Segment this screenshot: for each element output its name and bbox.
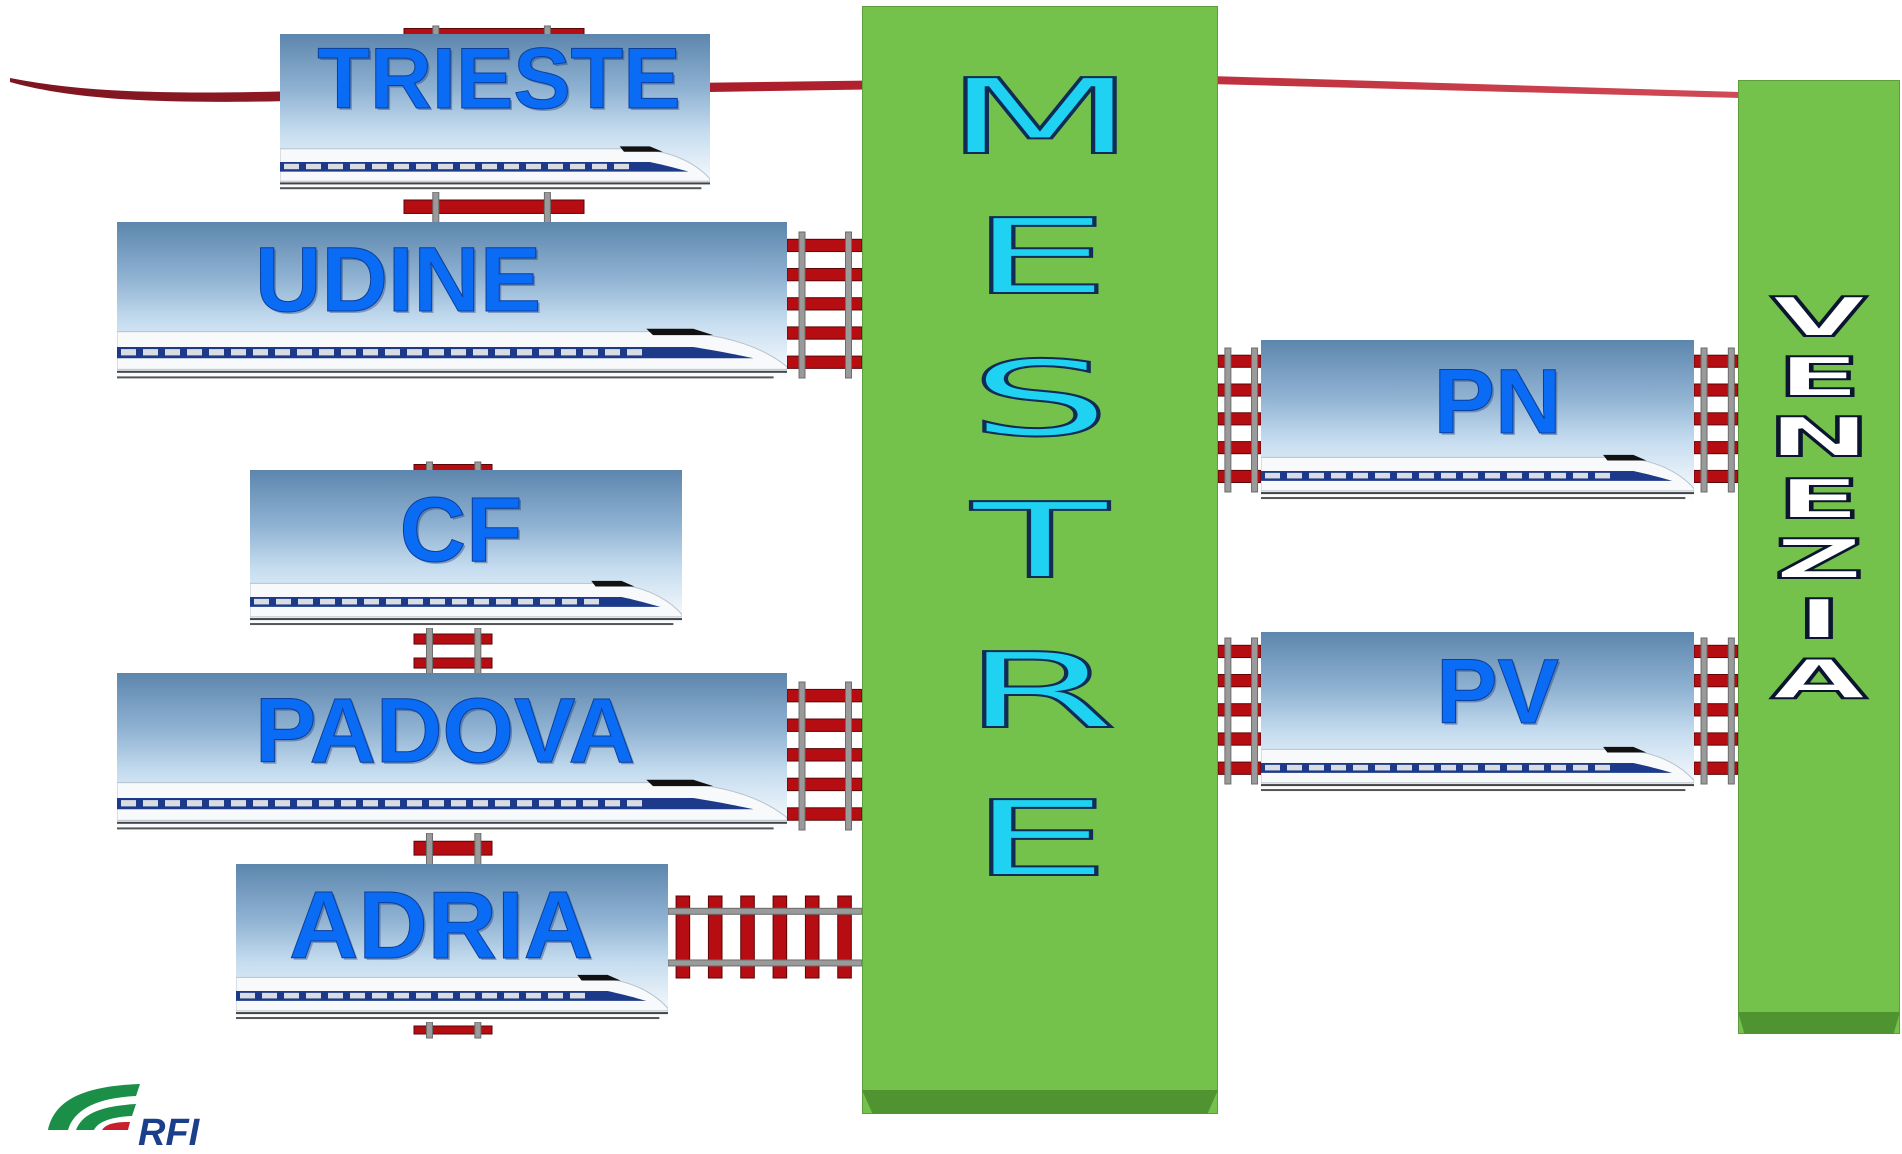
- rail-tie: [837, 895, 852, 979]
- train-icon: [1261, 454, 1694, 500]
- rail: [1224, 347, 1232, 493]
- rail: [543, 191, 551, 225]
- train-icon: [250, 580, 682, 626]
- station-label: PV: [1436, 641, 1560, 743]
- train-icon: [280, 146, 710, 190]
- station-label: PADOVA: [255, 680, 636, 782]
- train-icon: [117, 328, 787, 379]
- hub-venezia-letter: V: [1769, 286, 1870, 349]
- rail-tie: [675, 895, 691, 979]
- rail-tie: [403, 199, 585, 214]
- rail: [667, 959, 863, 967]
- rail: [1727, 637, 1735, 785]
- rail: [1251, 637, 1259, 785]
- hub-venezia-shadow: [1738, 1012, 1900, 1034]
- hub-mestre-letter: E: [967, 778, 1113, 900]
- train-icon: [236, 974, 668, 1020]
- rail: [798, 231, 806, 379]
- rail-tie: [772, 895, 788, 979]
- train-icon: [117, 779, 787, 830]
- rail: [474, 1021, 482, 1039]
- rail-tie: [413, 840, 493, 856]
- rail: [1251, 347, 1259, 493]
- rail: [1700, 637, 1708, 785]
- station-label: PN: [1433, 351, 1562, 453]
- rail: [474, 627, 482, 677]
- rail: [474, 832, 482, 867]
- station-padova: PADOVA: [117, 673, 787, 833]
- rail: [425, 832, 433, 867]
- hub-venezia-letter: I: [1794, 588, 1845, 651]
- logo: RFI: [40, 1080, 260, 1152]
- station-pn: PN: [1261, 340, 1694, 502]
- hub-venezia-letter: Z: [1772, 528, 1867, 591]
- station-cf: CF: [250, 470, 682, 628]
- hub-mestre-letter: T: [970, 480, 1111, 602]
- station-label: UDINE: [255, 229, 542, 331]
- station-label: ADRIA: [289, 872, 594, 979]
- rail-tie: [804, 895, 820, 979]
- rail-tie: [740, 895, 755, 979]
- rail-tracks: [403, 25, 1739, 1039]
- station-label: CF: [399, 479, 523, 581]
- rfi-logo-icon: [48, 1084, 140, 1130]
- rail: [432, 191, 440, 225]
- hub-mestre-shadow: [862, 1090, 1218, 1114]
- rail-tie: [413, 633, 493, 645]
- station-trieste: TRIESTE: [280, 34, 710, 192]
- rail-tie: [707, 895, 723, 979]
- rail: [667, 907, 863, 915]
- station-adria: ADRIA: [236, 864, 668, 1022]
- hub-mestre-letter: M: [941, 56, 1138, 178]
- station-udine: UDINE: [117, 222, 787, 382]
- hub-venezia-letter: N: [1765, 406, 1874, 469]
- hub-mestre-letter: E: [967, 196, 1113, 318]
- train-icon: [1261, 746, 1694, 792]
- hub-venezia-letter: A: [1769, 648, 1870, 711]
- rail: [425, 627, 433, 677]
- hub-venezia-letter: E: [1774, 468, 1863, 531]
- rail-tie: [413, 657, 493, 669]
- hub-mestre-letter: R: [960, 630, 1120, 752]
- hub-venezia-letter: E: [1774, 346, 1863, 409]
- rail: [1700, 347, 1708, 493]
- station-pv: PV: [1261, 632, 1694, 794]
- station-label: TRIESTE: [317, 34, 681, 127]
- rail: [1727, 347, 1735, 493]
- rail: [798, 681, 806, 831]
- hub-mestre-letter: S: [967, 338, 1113, 460]
- rail: [425, 1021, 433, 1039]
- rail-tie: [413, 1025, 493, 1035]
- logo-text: RFI: [138, 1112, 200, 1154]
- rail: [845, 231, 852, 379]
- rail: [845, 681, 852, 831]
- rail: [1224, 637, 1232, 785]
